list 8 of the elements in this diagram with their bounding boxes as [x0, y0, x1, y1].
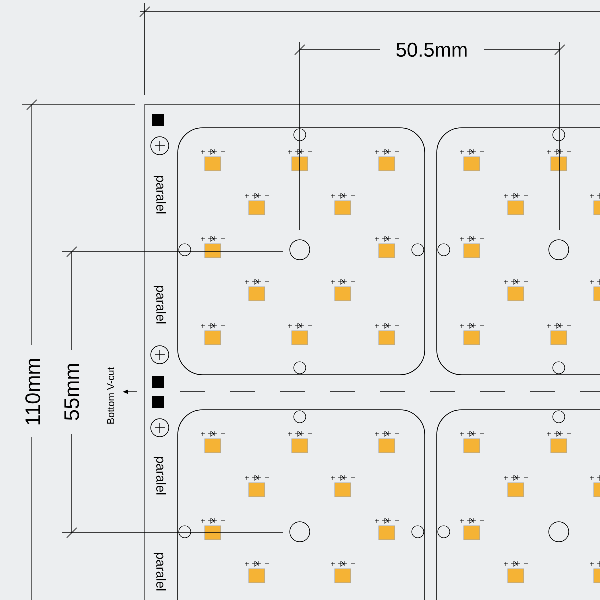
- paralel-label: paralel: [154, 176, 166, 214]
- dimension-label: 55mm: [64, 364, 80, 420]
- dimension-label: 110mm: [26, 359, 40, 425]
- paralel-label: paralel: [154, 286, 166, 324]
- paralel-label: paralel: [154, 553, 166, 591]
- v-cut-label: Bottom V-cut: [108, 367, 114, 424]
- dimension-label: 50.5mm: [396, 42, 467, 58]
- paralel-label: paralel: [154, 457, 166, 495]
